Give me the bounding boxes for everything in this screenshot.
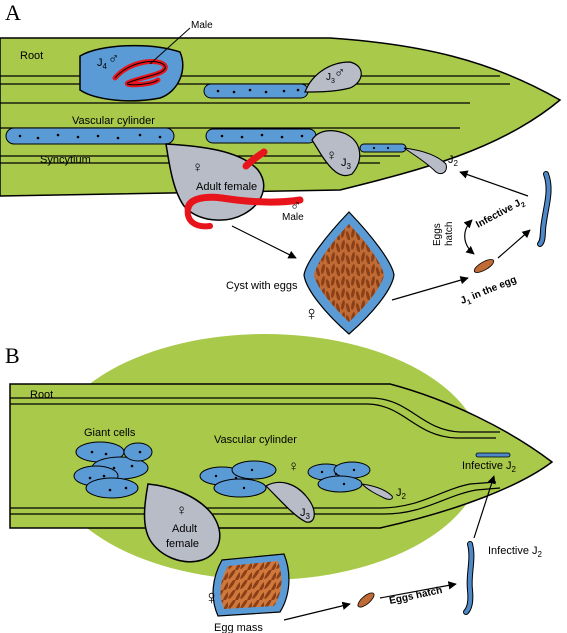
egg-b xyxy=(357,592,375,608)
eggs-hatch-label-2: hatch xyxy=(444,222,455,246)
syncytium-cell-3 xyxy=(359,143,407,153)
female-symbol-b: ♀ xyxy=(288,458,299,475)
eggs-hatch-label-b: Eggs hatch xyxy=(388,585,443,607)
adult-female-symbol-b: ♀ xyxy=(176,502,187,519)
male-symbol-a: ♂ xyxy=(290,197,301,214)
syncytium-label: Syncytium xyxy=(40,154,91,166)
arrow-infective-to-root-b xyxy=(473,475,496,539)
j3-top-male-symbol: ♂ xyxy=(334,64,345,81)
j2-label-b: J2 xyxy=(396,487,407,501)
j3-top-nematode xyxy=(304,61,362,93)
male-top-label: Male xyxy=(191,20,213,31)
j4-male-symbol: ♂ xyxy=(108,50,119,67)
eggs-hatch-label-1: Eggs xyxy=(432,223,443,246)
root-label-a: Root xyxy=(20,50,43,62)
adult-female-label-b1: Adult xyxy=(172,523,197,535)
infective-j2-inroot xyxy=(475,452,511,458)
male-top-pointer xyxy=(149,27,191,65)
arrow-eggmass-to-egg xyxy=(283,601,351,621)
j3-label-b: J3 xyxy=(300,507,311,521)
arrow-infective-to-root xyxy=(459,170,529,197)
arrow-cyst-to-egg xyxy=(391,276,469,301)
arrow-female-to-cyst xyxy=(231,225,297,259)
panel-a-letter: A xyxy=(5,0,21,25)
arrow-egg-to-infective xyxy=(497,229,531,259)
j4-feeding-cell xyxy=(79,44,184,102)
arrow-eggs-hatch-b xyxy=(379,581,457,599)
syncytium-cell-1 xyxy=(203,83,309,99)
j3-label-a: J3 xyxy=(341,157,352,171)
j2-nematode-b xyxy=(360,483,393,500)
adult-female-b xyxy=(143,483,221,563)
j3-female-nematode xyxy=(311,130,361,177)
red-feeding-spot xyxy=(242,148,268,170)
j2-nematode-a xyxy=(403,147,447,175)
j4-label: J4 xyxy=(97,57,108,71)
cyst-female-symbol: ♀ xyxy=(304,303,319,325)
j3-female-symbol: ♀ xyxy=(326,147,337,164)
root-label-b: Root xyxy=(30,389,53,401)
panel-b-letter: B xyxy=(5,343,20,368)
cyst-eggs-fill xyxy=(314,224,384,322)
panel-a: A Root Male J4 ♂ J3 ♂ Vascular cyl xyxy=(0,0,562,335)
giant-cells-middle xyxy=(199,460,277,498)
egg-mass-label: Egg mass xyxy=(214,622,263,633)
vascular-label-a: Vascular cylinder xyxy=(72,115,155,127)
j1-in-egg-label: J1 in the egg xyxy=(459,274,519,308)
egg-mass-female-symbol: ♀ xyxy=(204,587,219,609)
egg-a xyxy=(473,259,495,273)
j2-label-a: J2 xyxy=(448,154,459,168)
adult-female-label-b2: female xyxy=(166,538,199,550)
adult-female-label-a: Adult female xyxy=(196,181,257,193)
adult-female-symbol-a: ♀ xyxy=(192,159,203,176)
panel-b: B Root Giant cells Vascular cylinder xyxy=(5,334,554,633)
arrow-eggs-hatch xyxy=(463,219,475,255)
giant-cells-label: Giant cells xyxy=(84,427,136,439)
root-b xyxy=(9,383,554,529)
vascular-label-b: Vascular cylinder xyxy=(214,434,297,446)
vascular-lines-b xyxy=(10,397,501,515)
giant-cells xyxy=(73,441,153,499)
male-label-a: Male xyxy=(282,212,304,223)
infective-label-a: Infective J2 xyxy=(474,196,527,232)
j3-nematode-b xyxy=(265,481,315,523)
cyst-label: Cyst with eggs xyxy=(226,280,298,292)
j3-top-label: J3 xyxy=(326,72,335,85)
male-worm-a xyxy=(184,193,304,212)
infective-right-label-b: Infective J2 xyxy=(488,545,543,559)
syncytium-long xyxy=(5,127,175,145)
infective-top-label-b: Infective J2 xyxy=(462,460,517,474)
